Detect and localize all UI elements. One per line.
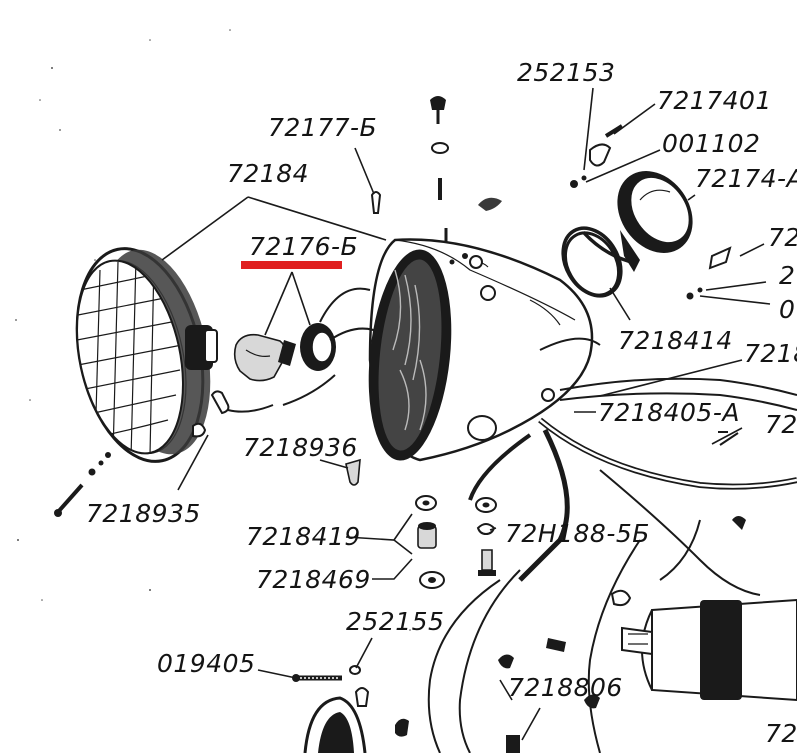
label-72-bottom: 72 bbox=[765, 719, 797, 748]
label-001102: 001102 bbox=[662, 129, 760, 158]
label-72-right1: 72 bbox=[768, 223, 797, 252]
label-2-right: 2 bbox=[779, 261, 795, 290]
label-7218936: 7218936 bbox=[243, 433, 358, 462]
label-7218469: 7218469 bbox=[256, 565, 371, 594]
label-0-right: 0 bbox=[779, 295, 795, 324]
label-72h188-5b: 72Н188-5Б bbox=[505, 519, 650, 548]
washer-icon bbox=[345, 458, 497, 589]
label-72184: 72184 bbox=[227, 159, 309, 188]
label-7218414: 7218414 bbox=[618, 326, 733, 355]
label-7218-right: 7218 bbox=[744, 339, 797, 368]
label-72-right2: 72 bbox=[765, 410, 797, 439]
label-7218405a: 7218405-А bbox=[598, 398, 740, 427]
headlamp-housing-icon bbox=[368, 238, 594, 462]
highlight-underline bbox=[241, 261, 342, 269]
headlamp-rim-icon bbox=[75, 247, 218, 463]
leader-lines bbox=[161, 87, 771, 741]
bulb-icon bbox=[233, 333, 296, 382]
horn-icon bbox=[292, 654, 600, 753]
scan-noise bbox=[15, 29, 411, 631]
label-252155: 252155 bbox=[346, 607, 444, 636]
label-7218419: 7218419 bbox=[246, 522, 361, 551]
label-72176b: 72176-Б bbox=[249, 232, 358, 261]
mounting-screw-icon bbox=[370, 96, 502, 242]
ignition-coil-icon bbox=[546, 589, 797, 702]
label-019405: 019405 bbox=[157, 649, 255, 678]
label-7217401: 7217401 bbox=[657, 86, 772, 115]
speedometer-icon bbox=[561, 124, 732, 300]
label-72177b: 72177-Б bbox=[268, 113, 377, 142]
label-7218935: 7218935 bbox=[86, 499, 201, 528]
screw-icon bbox=[54, 422, 207, 517]
part-labels: 252153 7217401 001102 72174-А 72177-Б 72… bbox=[86, 58, 797, 748]
o-ring-icon bbox=[563, 231, 621, 297]
label-72174a: 72174-А bbox=[695, 164, 797, 193]
label-252153: 252153 bbox=[517, 58, 615, 87]
label-7218806: 7218806 bbox=[508, 673, 623, 702]
